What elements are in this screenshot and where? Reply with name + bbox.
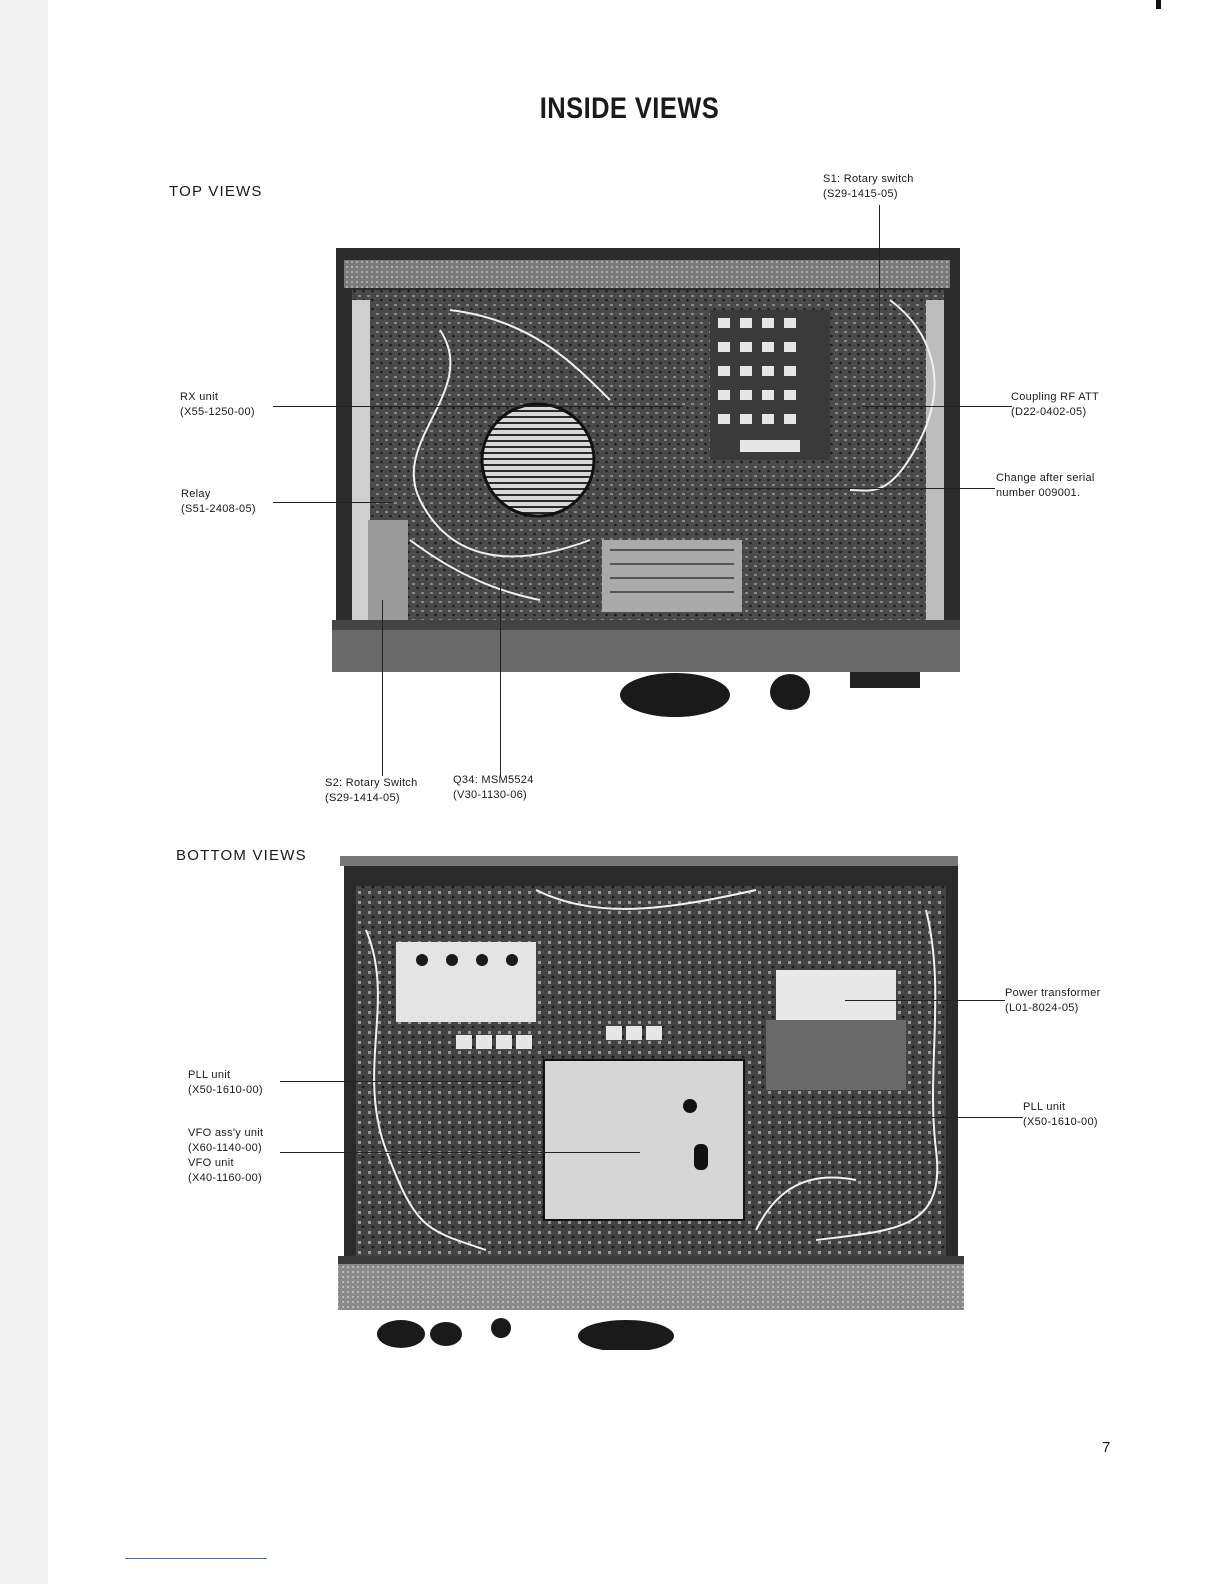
pll-right-leader (835, 1117, 1023, 1118)
coupling-line2: (D22-0402-05) (1011, 406, 1087, 418)
relay-leader (273, 502, 393, 503)
vfo-unit-callout: VFO ass'y unit (X60-1140-00) VFO unit (X… (188, 1126, 263, 1186)
pll-left-line2: (X50-1610-00) (188, 1084, 263, 1096)
page-title: INSIDE VIEWS (539, 92, 720, 125)
q34-leader (500, 580, 501, 776)
s1-rotary-switch-callout: S1: Rotary switch (S29-1415-05) (823, 172, 914, 202)
bottom-views-heading: BOTTOM VIEWS (176, 847, 307, 864)
s2-leader (382, 600, 383, 776)
transformer-line2: (L01-8024-05) (1005, 1002, 1079, 1014)
pll-left-line1: PLL unit (188, 1069, 231, 1081)
transformer-leader (845, 1000, 1005, 1001)
q34-callout: Q34: MSM5524 (V30-1130-06) (453, 773, 534, 803)
serial-change-callout: Change after serial number 009001. (996, 471, 1095, 501)
rx-unit-leader (273, 406, 683, 407)
bottom-view-photo (338, 856, 964, 1350)
pll-right-line1: PLL unit (1023, 1101, 1066, 1113)
change-line2: number 009001. (996, 487, 1081, 499)
coupling-leader (862, 406, 1012, 407)
vfo-line3: VFO unit (188, 1157, 234, 1169)
rx-line2: (X55-1250-00) (180, 406, 255, 418)
pll-unit-right-callout: PLL unit (X50-1610-00) (1023, 1100, 1098, 1130)
s2-line2: (S29-1414-05) (325, 792, 400, 804)
vfo-line1: VFO ass'y unit (188, 1127, 264, 1139)
page-number: 7 (1102, 1439, 1111, 1456)
change-line1: Change after serial (996, 472, 1095, 484)
top-views-heading: TOP VIEWS (169, 183, 263, 200)
scan-corner-mark (1156, 0, 1161, 9)
vfo-leader (280, 1152, 640, 1153)
scan-margin (0, 0, 48, 1584)
rx-unit-callout: RX unit (X55-1250-00) (180, 390, 255, 420)
coupling-rf-att-callout: Coupling RF ATT (D22-0402-05) (1011, 390, 1099, 420)
q34-line2: (V30-1130-06) (453, 789, 528, 801)
coupling-line1: Coupling RF ATT (1011, 391, 1100, 403)
rx-line1: RX unit (180, 391, 219, 403)
vfo-line4: (X40-1160-00) (188, 1172, 263, 1184)
pll-right-line2: (X50-1610-00) (1023, 1116, 1098, 1128)
s1-leader (879, 205, 880, 320)
pll-left-leader (280, 1081, 520, 1082)
s2-line1: S2: Rotary Switch (325, 777, 418, 789)
relay-line1: Relay (181, 488, 211, 500)
q34-line1: Q34: MSM5524 (453, 774, 534, 786)
top-view-photo (332, 248, 960, 717)
transformer-line1: Power transformer (1005, 987, 1101, 999)
pll-unit-left-callout: PLL unit (X50-1610-00) (188, 1068, 263, 1098)
power-transformer-callout: Power transformer (L01-8024-05) (1005, 986, 1101, 1016)
s2-rotary-switch-callout: S2: Rotary Switch (S29-1414-05) (325, 776, 418, 806)
change-leader (725, 488, 995, 489)
vfo-line2: (X60-1140-00) (188, 1142, 263, 1154)
s1-line1: S1: Rotary switch (823, 173, 914, 185)
s1-line2: (S29-1415-05) (823, 188, 898, 200)
relay-callout: Relay (S51-2408-05) (181, 487, 256, 517)
relay-line2: (S51-2408-05) (181, 503, 256, 515)
footer-rule (125, 1558, 267, 1559)
